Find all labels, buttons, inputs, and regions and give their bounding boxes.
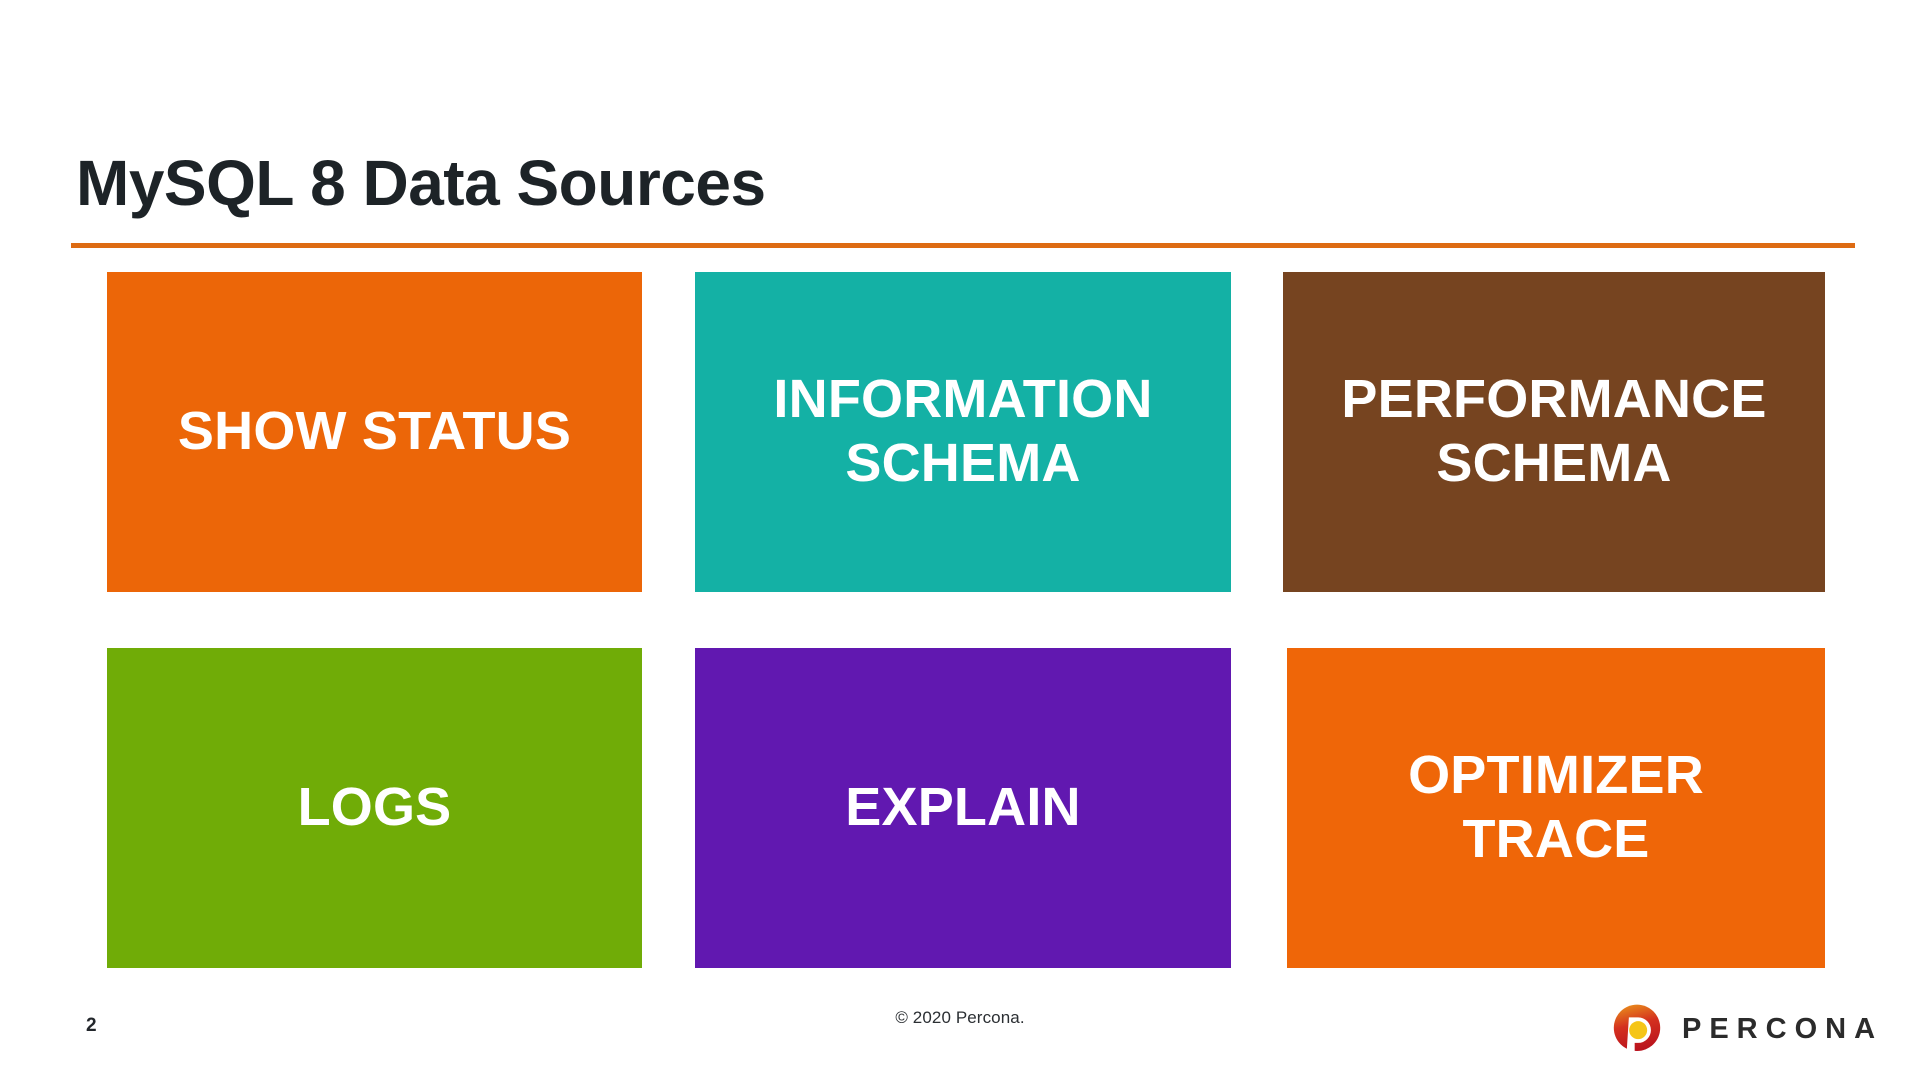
card-label: PERFORMANCE SCHEMA <box>1341 369 1767 493</box>
page-number: 2 <box>86 1015 97 1036</box>
card-label: OPTIMIZER TRACE <box>1408 745 1704 869</box>
card-label: INFORMATION SCHEMA <box>773 369 1153 493</box>
card-label: EXPLAIN <box>845 777 1081 838</box>
percona-p-mark-icon <box>1608 1000 1666 1058</box>
card-label: SHOW STATUS <box>177 401 572 462</box>
data-source-card-explain[interactable]: EXPLAIN <box>695 648 1231 968</box>
data-source-card-performance-schema[interactable]: PERFORMANCE SCHEMA <box>1283 272 1825 592</box>
data-source-card-show-status[interactable]: SHOW STATUS <box>107 272 642 592</box>
percona-logo: PERCONA <box>1608 1000 1883 1058</box>
data-source-card-optimizer-trace[interactable]: OPTIMIZER TRACE <box>1287 648 1825 968</box>
title-divider <box>71 243 1855 248</box>
percona-wordmark: PERCONA <box>1682 1012 1884 1045</box>
page-title: MySQL 8 Data Sources <box>76 146 766 219</box>
data-source-card-information-schema[interactable]: INFORMATION SCHEMA <box>695 272 1231 592</box>
card-label: LOGS <box>297 777 452 838</box>
data-source-card-logs[interactable]: LOGS <box>107 648 642 968</box>
copyright-text: © 2020 Percona. <box>895 1008 1025 1027</box>
